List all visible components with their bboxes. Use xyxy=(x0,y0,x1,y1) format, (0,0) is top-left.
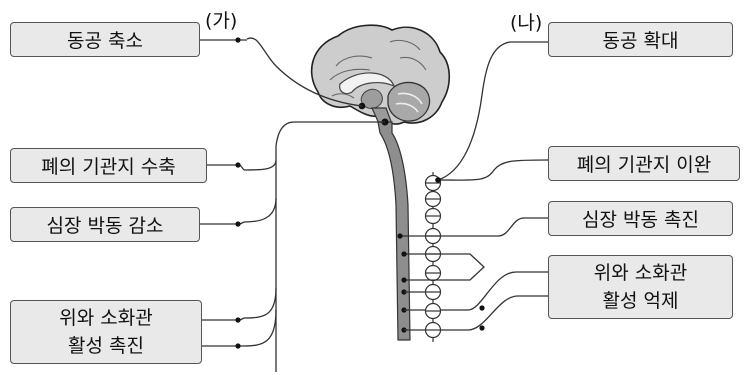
effect-box-pupil-constriction: 동공 축소 xyxy=(10,22,200,57)
effect-box-heart-rate-increase: 심장 박동 촉진 xyxy=(548,201,733,236)
effect-box-heart-rate-decrease: 심장 박동 감소 xyxy=(10,207,200,242)
effect-box-bronchi-relaxation: 폐의 기관지 이완 xyxy=(548,146,740,181)
effect-box-digestion-inhibit: 위와 소화관 활성 억제 xyxy=(548,255,733,319)
effect-box-digestion-promote: 위와 소화관 활성 촉진 xyxy=(10,300,202,364)
effect-box-bronchi-constriction: 폐의 기관지 수축 xyxy=(10,148,207,183)
label-ga: (가) xyxy=(205,10,238,32)
label-na: (나) xyxy=(510,12,543,34)
effect-box-pupil-dilation: 동공 확대 xyxy=(548,22,733,57)
brain-illustration xyxy=(310,24,451,127)
sympathetic-ganglion-chain xyxy=(424,172,442,342)
spinal-cord xyxy=(377,121,411,341)
